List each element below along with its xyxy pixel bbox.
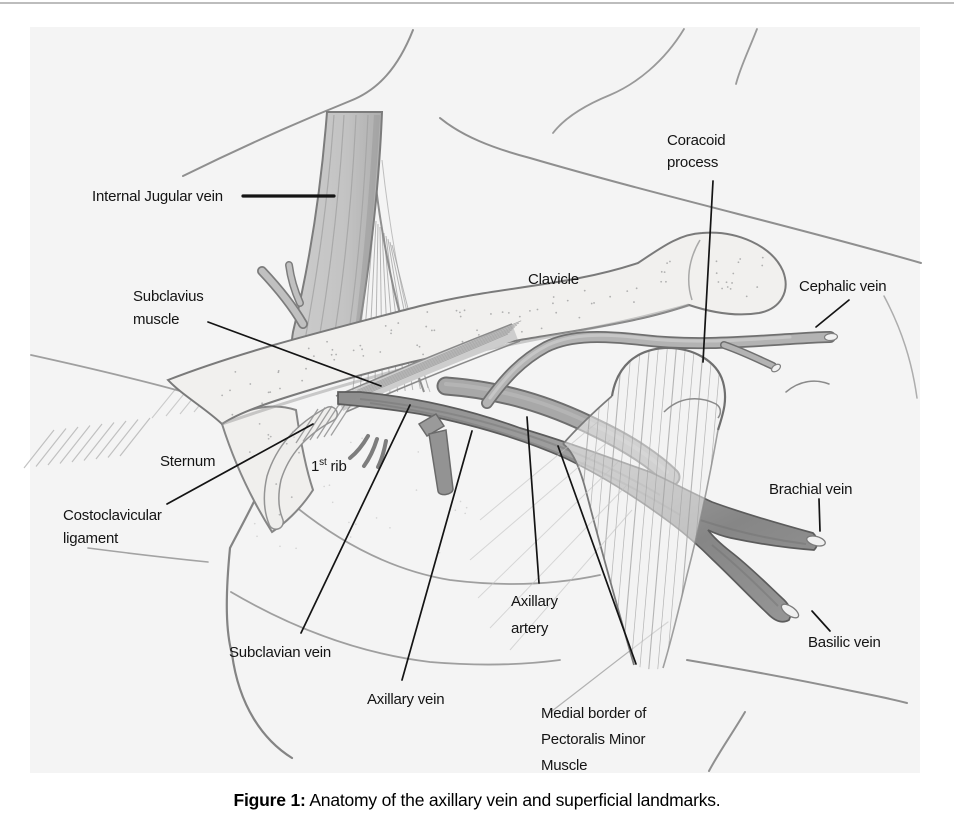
cephalic-fork-cut-end — [770, 363, 782, 373]
label-cephalic-vein: Cephalic vein — [799, 275, 887, 298]
label-text: muscle — [133, 311, 180, 328]
label-text: Coracoid — [667, 132, 726, 149]
label-text: Brachial vein — [769, 481, 853, 498]
cephalic-vein-shape — [481, 330, 839, 409]
label-text: artery — [511, 620, 549, 637]
label-text: Cephalic vein — [799, 278, 887, 295]
label-text: Clavicle — [528, 271, 579, 288]
vein-branch-stubs — [348, 434, 388, 469]
label-text: Basilic vein — [808, 634, 881, 651]
leader-axillary-vein — [401, 430, 473, 681]
label-axillary-vein: Axillary vein — [367, 688, 445, 711]
label-internal-jugular-vein: Internal Jugular vein — [92, 185, 223, 208]
arm-fold-contour — [686, 659, 908, 704]
jugular-branch — [257, 261, 308, 329]
label-text: Muscle — [541, 757, 588, 774]
label-axillary-artery: Axillary artery — [511, 588, 558, 642]
leader-subclavius — [207, 321, 382, 387]
label-text: Axillary vein — [367, 691, 445, 708]
leader-axillary-artery — [526, 416, 540, 584]
clavicle-bone — [166, 231, 787, 554]
chest-fold-contour — [708, 711, 746, 772]
label-text: Axillary — [511, 593, 558, 610]
neck-front-contour — [552, 28, 685, 134]
leader-lines — [166, 180, 850, 681]
label-medial-border-pectoralis: Medial border of Pectoralis Minor Muscle — [541, 701, 646, 779]
label-text: Subclavian vein — [229, 644, 332, 661]
label-subclavius-muscle: Subclavius muscle — [133, 285, 204, 331]
label-text: Sternum — [160, 453, 216, 470]
rib-contour-3 — [230, 591, 561, 666]
neck-left-contour — [182, 29, 414, 177]
caption-text: Anatomy of the axillary vein and superfi… — [305, 790, 721, 810]
label-clavicle: Clavicle — [528, 268, 579, 291]
leader-medial-border — [557, 445, 637, 665]
label-text: ligament — [63, 530, 119, 547]
top-divider — [0, 2, 954, 4]
coracoid-dome-edge — [610, 346, 727, 431]
vein-stub-cap — [417, 412, 446, 438]
leader-coracoid — [702, 180, 714, 363]
basilic-cut-end — [780, 603, 800, 619]
label-text: process — [667, 154, 719, 171]
coracoid-inner-curl — [663, 398, 722, 419]
leader-subclavian — [300, 404, 411, 634]
costoclavicular-ligament-shape — [295, 401, 354, 444]
label-sternum: Sternum — [160, 450, 215, 473]
leader-brachial — [818, 498, 821, 532]
label-text: Subclavius — [133, 288, 204, 305]
arm-edge-contour — [883, 295, 918, 399]
brachial-cut-end — [806, 535, 826, 547]
rib-contour-2 — [275, 489, 601, 585]
figure-caption: Figure 1: Anatomy of the axillary vein a… — [0, 790, 954, 811]
label-brachial-vein: Brachial vein — [769, 478, 852, 501]
body-contours — [30, 28, 922, 772]
humeral-hint-curve — [785, 380, 830, 393]
chest-shading-hatch — [23, 379, 221, 469]
internal-jugular-vein-shape — [257, 111, 384, 370]
label-text: Internal Jugular vein — [92, 188, 223, 205]
cephalic-cut-end — [823, 332, 839, 342]
leader-costoclavicular — [166, 423, 314, 505]
label-first-rib: 1st rib — [311, 451, 347, 475]
label-coracoid-process: Coracoid process — [667, 130, 726, 174]
label-text: Pectoralis Minor — [541, 731, 646, 748]
first-rib-bone — [263, 406, 338, 530]
leader-cephalic — [815, 299, 850, 328]
caption-number: Figure 1: — [233, 790, 306, 810]
label-text: Medial border of — [541, 705, 647, 722]
shoulder-contour — [439, 117, 922, 264]
label-basilic-vein: Basilic vein — [808, 631, 881, 654]
leader-basilic — [811, 610, 831, 632]
label-costoclavicular-ligament: Costoclavicular ligament — [63, 504, 162, 550]
label-subclavian-vein: Subclavian vein — [229, 641, 331, 664]
rib-contour-4 — [87, 547, 209, 563]
vein-stub-tube — [428, 429, 454, 496]
label-text: 1st rib — [311, 457, 347, 475]
neck-back-contour — [735, 28, 758, 85]
label-text: Costoclavicular — [63, 507, 162, 524]
